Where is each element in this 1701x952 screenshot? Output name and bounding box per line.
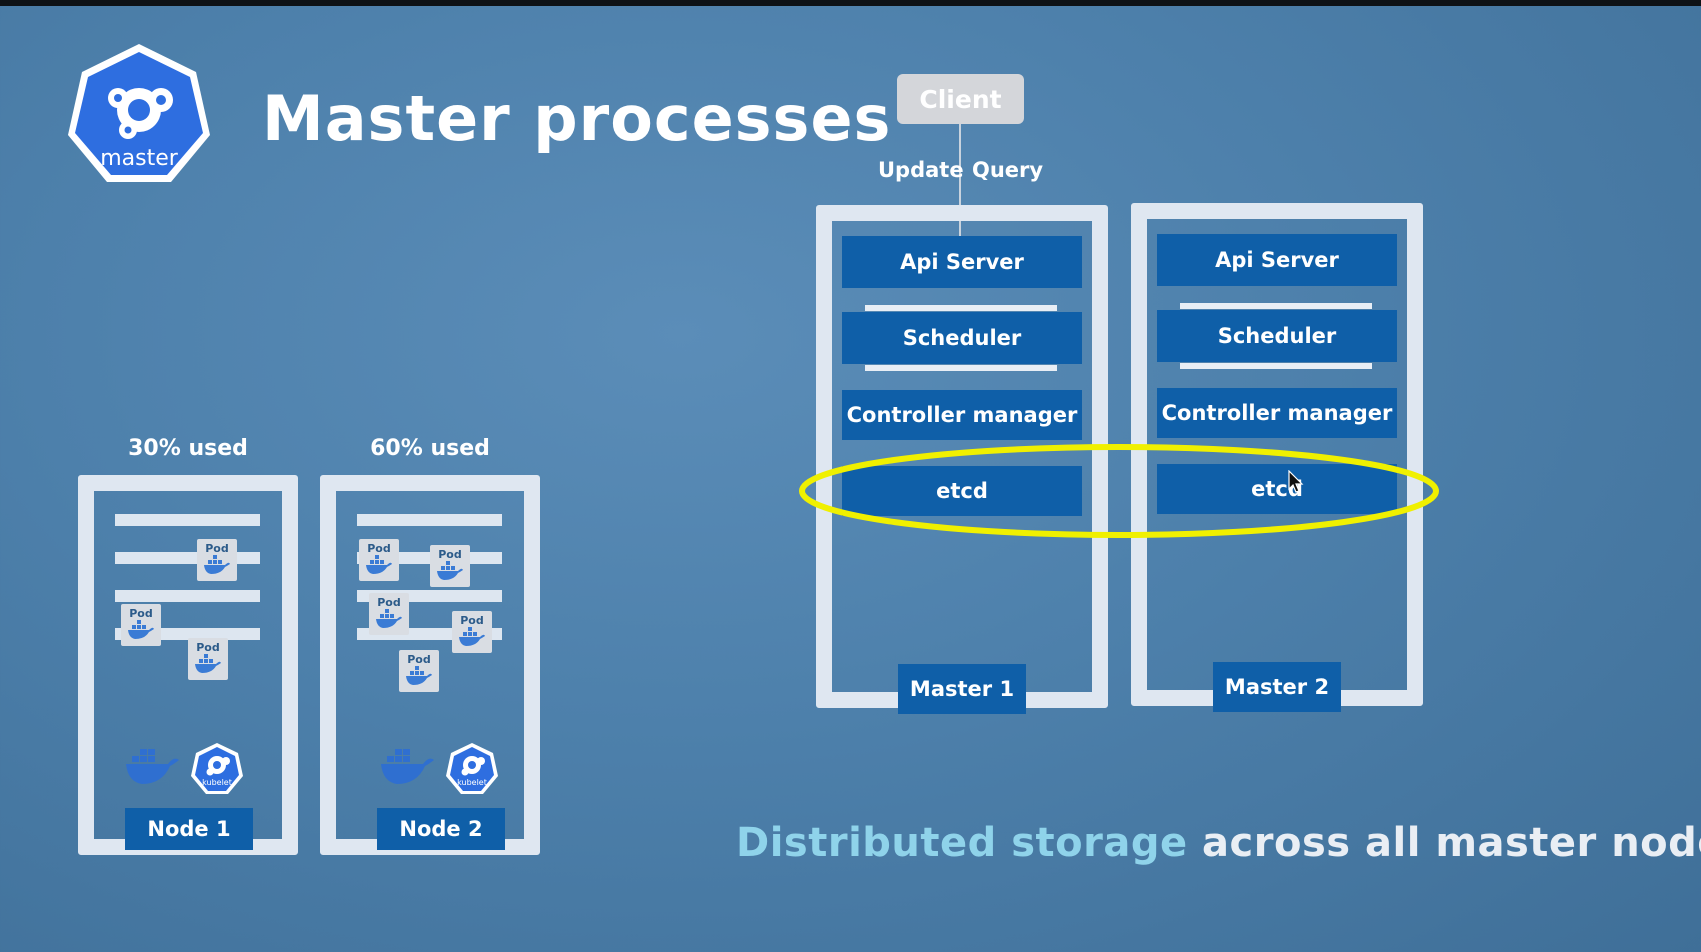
master-1-divider-bottom [865,365,1057,371]
master-2-divider-top [1180,303,1372,309]
master-2-etcd: etcd [1157,464,1397,514]
docker-whale-icon [126,749,179,784]
top-bar [0,0,1701,6]
master-1-label: Master 1 [898,664,1026,714]
node-2-pod: Pod [399,650,439,692]
node-2-pod: Pod [369,593,409,635]
node-1-row-1 [115,514,260,526]
node-2-label: Node 2 [377,808,505,850]
master-1-etcd: etcd [842,466,1082,516]
master-2-label: Master 2 [1213,662,1341,712]
master-1-api-server: Api Server [842,236,1082,288]
master-logo-label: master [100,146,178,171]
docker-whale-icon [381,749,434,784]
master-2-divider-bottom [1180,363,1372,369]
node-1-row-2 [115,552,260,564]
kubelet-icon: kubelet [445,742,499,796]
master-1-divider-top [865,305,1057,311]
page-title: Master processes [262,82,892,155]
node-2-frame [320,475,540,855]
query-label: Query [972,158,1044,182]
etcd-highlight-ellipse [799,444,1439,538]
master-1-controller-manager: Controller manager [842,390,1082,440]
kubelet-icon: kubelet [190,742,244,796]
master-2-scheduler: Scheduler [1157,310,1397,362]
update-label: Update [878,158,964,182]
node-1-label: Node 1 [125,808,253,850]
node-1-pod: Pod [121,604,161,646]
footer-caption: Distributed storage across all master no… [736,820,1701,866]
master-2-controller-manager: Controller manager [1157,388,1397,438]
node-2-pod: Pod [359,539,399,581]
footer-rest: across all master nodes [1202,820,1701,866]
node-2-row-1 [357,514,502,526]
master-2-api-server: Api Server [1157,234,1397,286]
master-1-scheduler: Scheduler [842,312,1082,364]
node-1-pod: Pod [197,539,237,581]
node-2-usage: 60% used [370,436,490,461]
footer-highlight: Distributed storage [736,820,1188,866]
node-2-pod: Pod [430,545,470,587]
mouse-cursor-icon [1288,470,1304,493]
client-label: Client [919,84,1002,114]
client-connector [959,124,961,236]
node-1-usage: 30% used [128,436,248,461]
client-box: Client [897,74,1024,124]
node-1-row-3 [115,590,260,602]
master-logo: master [66,40,212,186]
node-1-pod: Pod [188,638,228,680]
node-2-pod: Pod [452,611,492,653]
